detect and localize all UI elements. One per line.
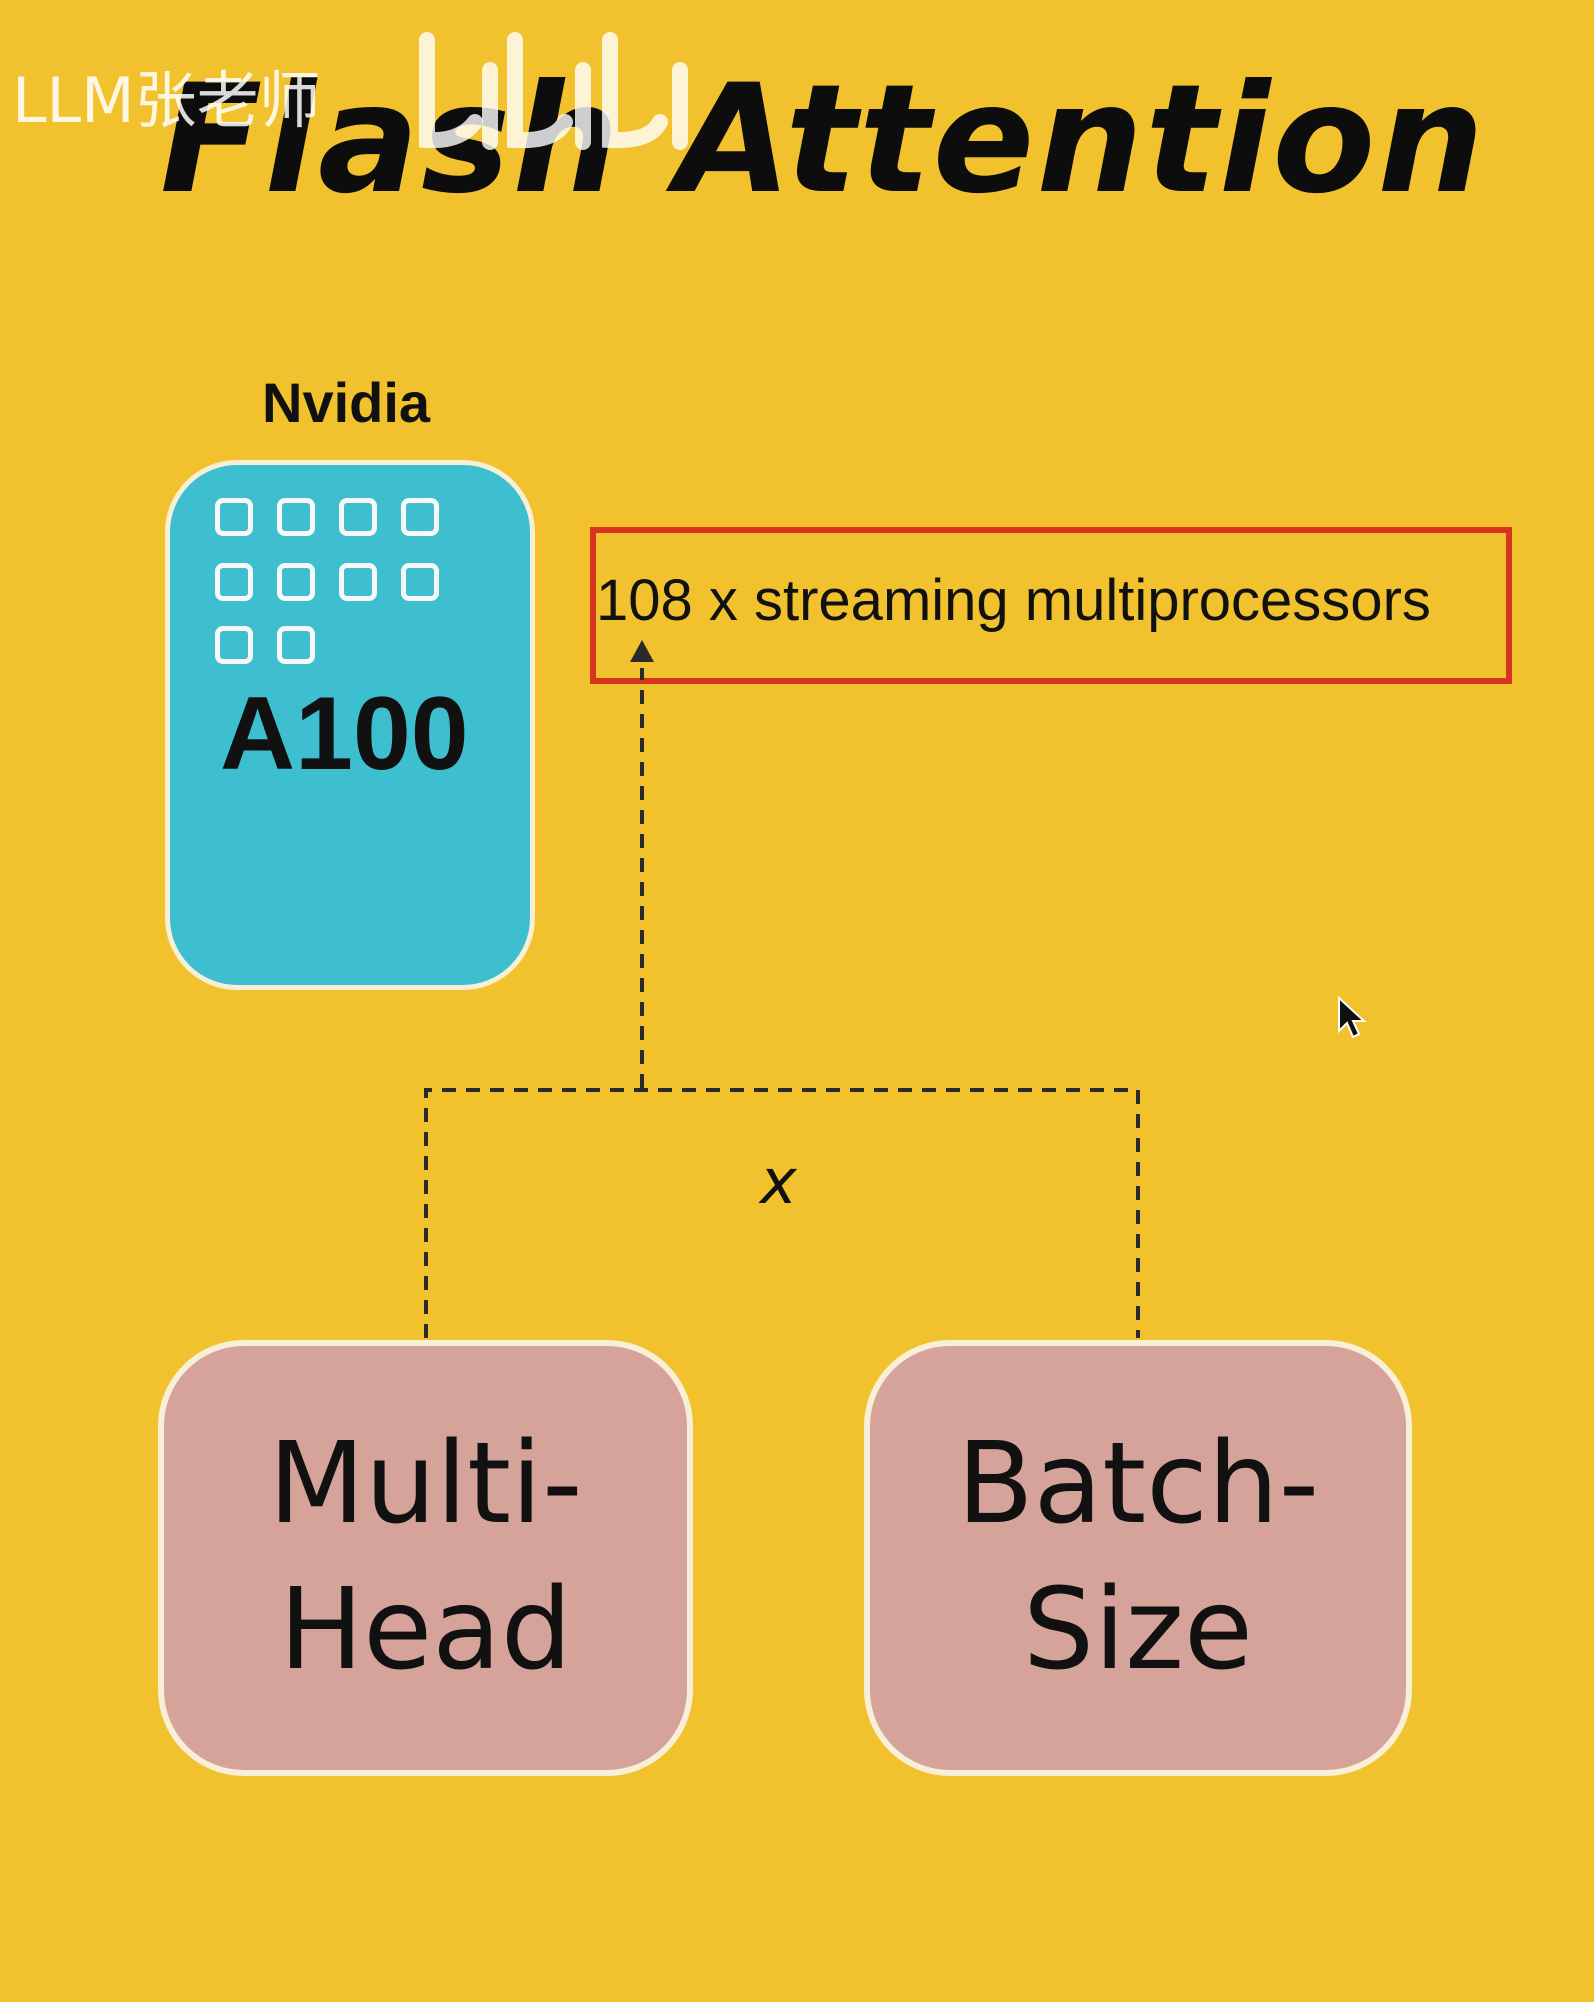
multiply-symbol: x: [760, 1145, 797, 1218]
processor-cell-icon: [401, 498, 439, 536]
batch-size-box: Batch- Size: [864, 1340, 1412, 1776]
processor-cell-icon: [401, 563, 439, 601]
arrow-up-icon: [630, 640, 654, 662]
processor-cell-icon: [277, 498, 315, 536]
gpu-card: A100: [165, 460, 535, 990]
bilibili-logo: [419, 32, 688, 150]
processor-cell-icon: [277, 563, 315, 601]
watermark-text: LLM张老师: [12, 64, 321, 137]
gpu-model-label: A100: [220, 676, 469, 792]
batch-size-label: Batch- Size: [956, 1419, 1320, 1695]
gpu-vendor-label: Nvidia: [262, 371, 431, 434]
processor-cell-icon: [215, 626, 253, 664]
mouse-cursor-icon: [1338, 995, 1367, 1039]
processor-cell-icon: [277, 626, 315, 664]
processor-cell-icon: [339, 498, 377, 536]
callout-text: 108 x streaming multiprocessors: [596, 568, 1431, 633]
slide-title: Flash Attention: [160, 53, 1487, 227]
multi-head-label: Multi- Head: [268, 1419, 583, 1695]
processor-cell-icon: [215, 498, 253, 536]
callout-highlight-box: [590, 527, 1512, 684]
processor-cell-icon: [339, 563, 377, 601]
multi-head-box: Multi- Head: [158, 1340, 693, 1776]
processor-cell-icon: [215, 563, 253, 601]
